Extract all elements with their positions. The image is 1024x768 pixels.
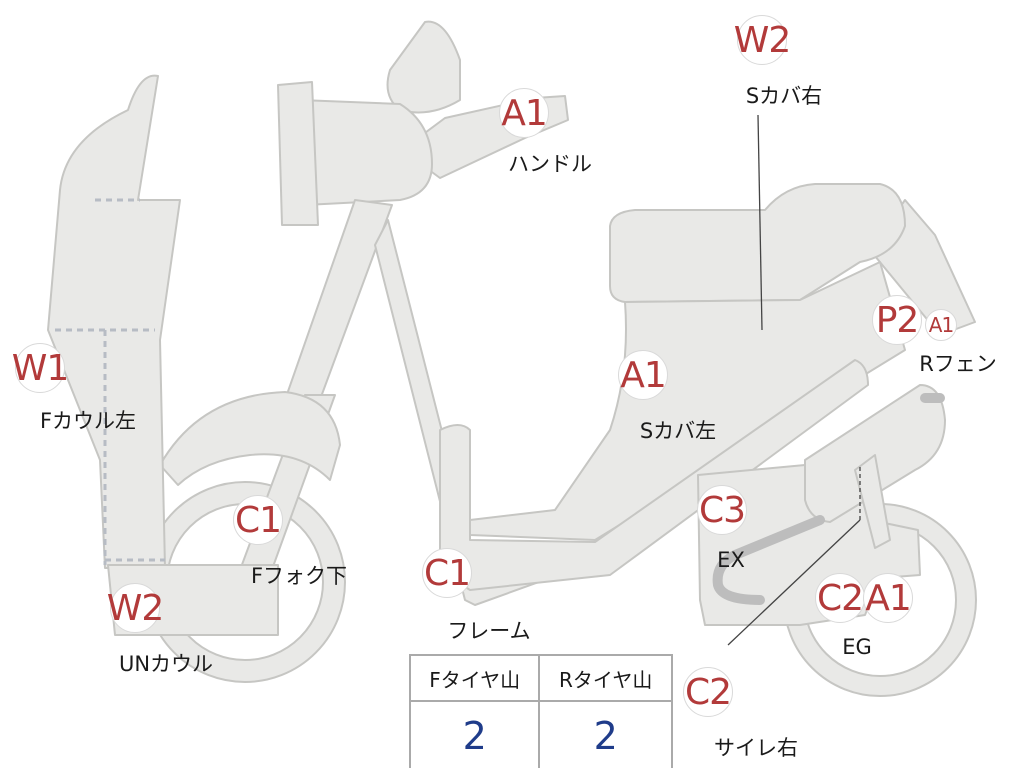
headlight-shape: [386, 20, 461, 114]
front-cowl-shape: [47, 74, 181, 569]
grade-text: P2: [875, 299, 920, 341]
grade-text: A1: [928, 313, 954, 337]
rear-shock-shape: [854, 454, 891, 549]
seat-shape: [609, 183, 906, 303]
front-tire-tread-header: Fタイヤ山: [408, 654, 541, 702]
part-label-ex: EX: [717, 548, 745, 572]
tire-tread-value-row: 2 2: [408, 700, 673, 768]
grade-text: A1: [620, 354, 667, 396]
grade-text: A1: [501, 92, 548, 134]
grade-text: W1: [11, 347, 69, 389]
grade-text: W2: [733, 19, 791, 61]
exhaust-pipe: [712, 515, 825, 605]
grade-mark-c1-frame: C1: [422, 548, 472, 598]
grade-text: C2: [816, 577, 864, 619]
head-cowl-shape: [299, 99, 433, 206]
part-label-under-cowl: UNカウル: [118, 652, 214, 676]
part-label-handle: ハンドル: [508, 152, 592, 176]
part-label-r-fender: Rフェン: [919, 352, 997, 376]
part-label-f-cowl-left: Fカウル左: [39, 409, 137, 433]
grade-text: A1: [865, 577, 912, 619]
mirror-shape: [277, 81, 319, 226]
grade-mark-c1-fork: C1: [233, 495, 283, 545]
part-label-s-cover-right: Sカバ右: [745, 84, 823, 108]
grade-text: C3: [698, 489, 746, 531]
grade-mark-a1-rfen: A1: [925, 309, 957, 341]
grade-mark-w2-under: W2: [107, 583, 164, 633]
leader-line-muffler: [727, 519, 861, 646]
grade-mark-a1-eg: A1: [863, 573, 913, 623]
part-label-f-fork-lower: Fフォク下: [250, 564, 348, 588]
part-label-eg: EG: [842, 635, 872, 659]
front-fender-shape: [159, 391, 341, 486]
grade-mark-a1-handle: A1: [499, 88, 549, 138]
grade-text: C1: [234, 499, 282, 541]
grade-mark-p2: P2: [872, 295, 922, 345]
leader-line-s-cover-right: [757, 114, 763, 331]
tire-tread-table: Fタイヤ山 Rタイヤ山 2 2: [408, 654, 673, 768]
grade-text: W2: [106, 587, 164, 629]
grade-mark-c2-eg: C2: [815, 573, 865, 623]
grade-mark-w2-top: W2: [734, 15, 791, 65]
rear-tire-tread-value: 2: [538, 700, 673, 768]
grade-mark-w1: W1: [12, 343, 69, 393]
part-label-s-cover-left: Sカバ左: [639, 419, 717, 443]
rear-tire-tread-header: Rタイヤ山: [538, 654, 673, 702]
part-label-frame: フレーム: [447, 619, 531, 643]
grade-mark-c3: C3: [697, 485, 747, 535]
tire-tread-header-row: Fタイヤ山 Rタイヤ山: [408, 654, 673, 702]
air-cleaner-shape: [804, 384, 946, 523]
grade-mark-c2-muffler: C2: [683, 667, 733, 717]
grade-text: C2: [684, 671, 732, 713]
part-label-muffler-right: サイレ右: [714, 736, 798, 760]
frame-lower-rail: [439, 359, 869, 591]
front-tire-tread-value: 2: [408, 700, 541, 768]
grade-mark-a1-scover: A1: [618, 350, 668, 400]
grade-text: C1: [423, 552, 471, 594]
fork-shape: [284, 199, 393, 406]
